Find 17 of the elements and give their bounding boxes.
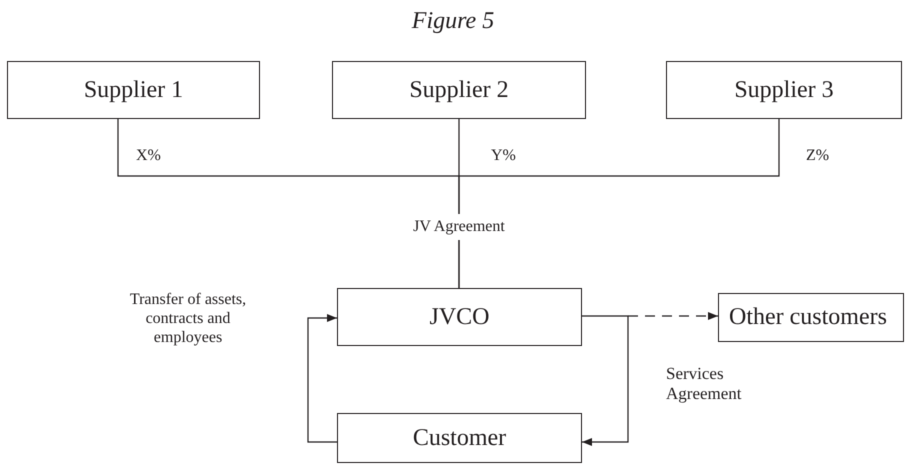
entity-box xyxy=(7,61,260,119)
entity-box xyxy=(666,61,902,119)
connector-line xyxy=(458,119,780,288)
entity-box xyxy=(718,293,904,342)
connector-line xyxy=(628,312,718,320)
entity-name: Supplier 2 xyxy=(409,76,509,104)
entity-box xyxy=(337,288,582,346)
entity-name: Other customers xyxy=(729,304,887,331)
entity-name: Supplier 1 xyxy=(84,76,184,104)
connector-line xyxy=(307,314,337,443)
figure-title: Figure 5 xyxy=(412,8,494,34)
entity-box xyxy=(337,413,582,463)
entity-box xyxy=(332,61,586,119)
connector-line xyxy=(582,315,629,446)
entity-name: Supplier 3 xyxy=(734,76,834,104)
entity-name: JVCO xyxy=(429,304,490,330)
entity-name: Customer xyxy=(412,424,506,452)
